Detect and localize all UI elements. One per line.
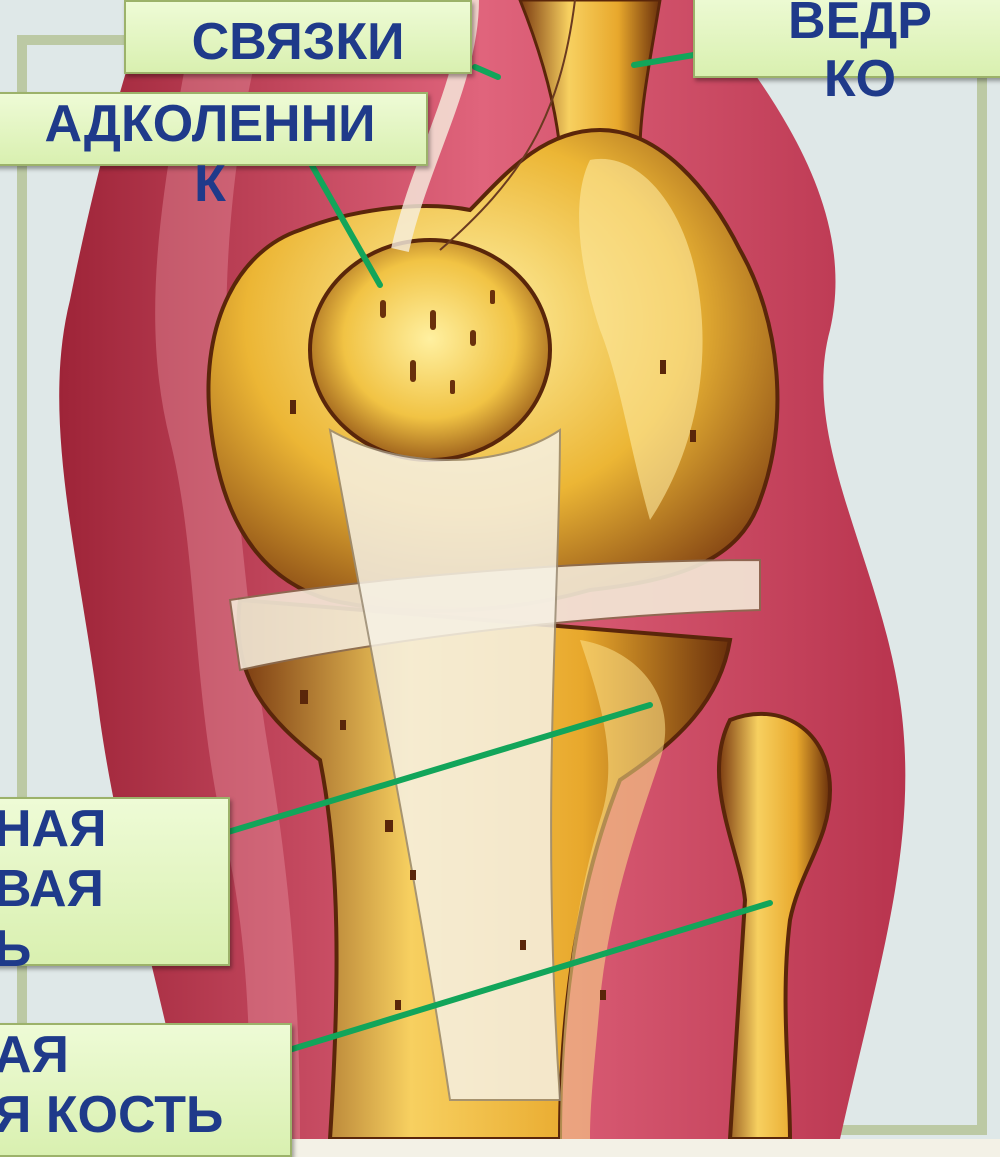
label-tibia-line3: Ь — [0, 919, 228, 979]
label-femur-line2: КО — [695, 50, 1000, 108]
label-tibia-line1: НАЯ — [0, 799, 228, 859]
label-tibia: НАЯ ВАЯ Ь — [0, 797, 230, 966]
label-patella: АДКОЛЕННИ К — [0, 92, 428, 166]
label-femur: ВЕДР КО — [693, 0, 1000, 78]
label-patella-line2: К — [0, 154, 426, 214]
label-ligaments: СВЯЗКИ — [124, 0, 472, 74]
label-fibula-line2: Я КОСТЬ — [0, 1085, 290, 1145]
label-fibula: АЯ Я КОСТЬ — [0, 1023, 292, 1157]
patella — [310, 240, 550, 460]
label-patella-line1: АДКОЛЕННИ — [0, 94, 426, 154]
label-fibula-line1: АЯ — [0, 1025, 290, 1085]
label-ligaments-line1: СВЯЗКИ — [126, 2, 470, 82]
label-tibia-line2: ВАЯ — [0, 859, 228, 919]
label-femur-line1: ВЕДР — [695, 0, 1000, 50]
